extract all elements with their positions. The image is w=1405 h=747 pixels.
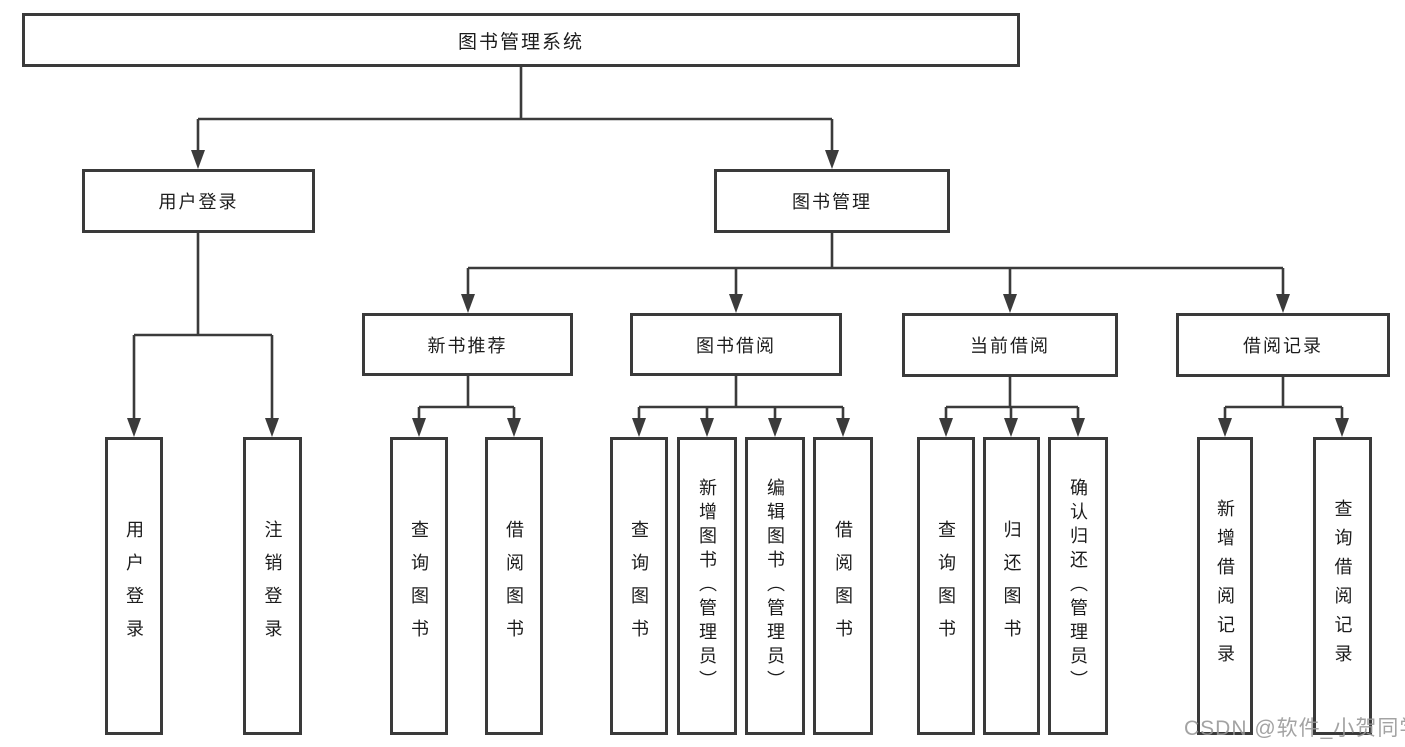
leaf-borrow-books: 借阅图书 [485, 437, 543, 735]
leaf-label: 新增借阅记录 [1215, 499, 1235, 673]
node-label: 新书推荐 [427, 335, 508, 356]
arrowheads [127, 150, 1349, 437]
node-current-borrowing: 当前借阅 [902, 313, 1118, 377]
leaf-label: 借阅图书 [504, 520, 524, 652]
leaf-label: 查询借阅记录 [1332, 499, 1353, 673]
leaf-logout: 注销登录 [243, 437, 302, 735]
node-new-book-recommendation: 新书推荐 [362, 313, 573, 376]
leaf-return-books: 归还图书 [983, 437, 1040, 735]
leaf-label: 查询图书 [409, 520, 429, 652]
leaf-label: 借阅图书 [833, 520, 853, 652]
leaf-user-login: 用户登录 [105, 437, 163, 735]
leaf-label: 确认归还（管理员） [1068, 478, 1088, 694]
leaf-label: 注销登录 [262, 520, 283, 652]
leaf-query-borrow-record: 查询借阅记录 [1313, 437, 1372, 735]
node-book-management: 图书管理 [714, 169, 950, 233]
leaf-label: 编辑图书（管理员） [765, 478, 785, 694]
node-label: 图书管理系统 [457, 31, 584, 53]
leaf-label: 用户登录 [124, 520, 144, 652]
node-user-login: 用户登录 [82, 169, 315, 233]
leaf-add-books-admin: 新增图书（管理员） [677, 437, 737, 735]
csdn-watermark: CSDN @软件_小贺同学 [1184, 717, 1405, 740]
leaf-add-borrow-record: 新增借阅记录 [1197, 437, 1253, 735]
leaf-confirm-return-admin: 确认归还（管理员） [1048, 437, 1108, 735]
leaf-label: 归还图书 [1001, 520, 1022, 652]
leaf-query-books: 查询图书 [390, 437, 448, 735]
node-label: 用户登录 [158, 192, 239, 212]
node-borrowing-records: 借阅记录 [1176, 313, 1390, 377]
leaf-edit-books-admin: 编辑图书（管理员） [745, 437, 805, 735]
leaf-borrow-books: 借阅图书 [813, 437, 873, 735]
leaf-label: 查询图书 [629, 520, 649, 652]
leaf-label: 查询图书 [936, 520, 956, 652]
node-library-management-system: 图书管理系统 [22, 13, 1020, 67]
leaf-label: 新增图书（管理员） [697, 478, 717, 694]
node-label: 当前借阅 [970, 336, 1050, 356]
node-book-borrowing: 图书借阅 [630, 313, 842, 376]
node-label: 借阅记录 [1243, 336, 1323, 356]
leaf-query-books: 查询图书 [917, 437, 975, 735]
node-label: 图书管理 [792, 192, 872, 212]
leaf-query-books: 查询图书 [610, 437, 668, 735]
node-label: 图书借阅 [696, 335, 776, 356]
